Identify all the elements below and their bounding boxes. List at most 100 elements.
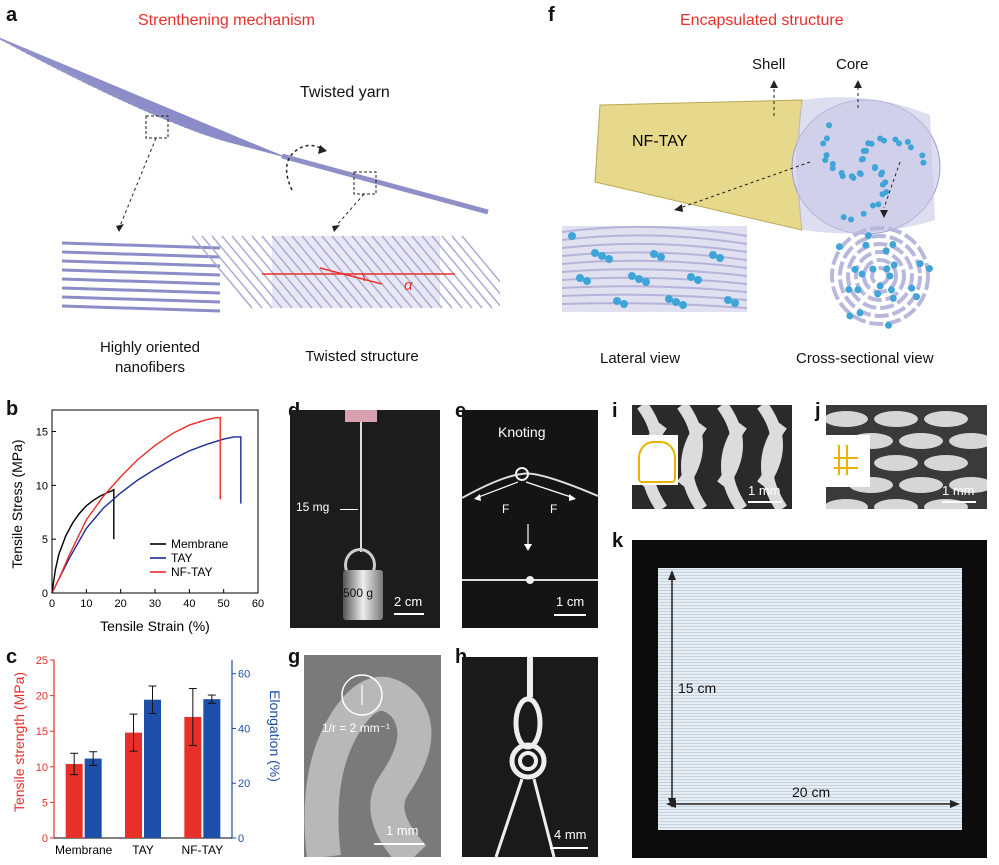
bar-tensile-strength: [65, 763, 83, 838]
x-tick-label: 40: [183, 598, 195, 610]
zoom-box-fan: [145, 115, 169, 139]
panel-letter-c: c: [6, 646, 18, 668]
bar-tensile-strength: [184, 716, 202, 838]
hanging-weight-photo: 15 mg 500 g 2 cm: [290, 410, 440, 628]
series-line-nf-tay: [51, 416, 221, 594]
left-tick-label: 5: [42, 797, 48, 809]
y-tick-label: 15: [36, 427, 48, 439]
large-fabric-photo: 15 cm 20 cm: [632, 540, 987, 858]
panel-letter-b: b: [6, 398, 19, 420]
cross-section-caption: Cross-sectional view: [796, 350, 934, 367]
bar-tensile-strength: [125, 732, 142, 838]
twisted-yarn-label: Twisted yarn: [300, 84, 390, 101]
x-tick-label: 20: [115, 598, 127, 610]
category-label: TAY: [132, 843, 154, 857]
force-left: F: [502, 502, 510, 516]
x-axis-label: Tensile Strain (%): [100, 618, 210, 634]
legend-label: NF-TAY: [171, 565, 213, 579]
panel-letter-i: i: [612, 400, 618, 422]
panel-letter-a: a: [6, 4, 18, 26]
scale-d: 2 cm: [394, 594, 423, 609]
left-tick-label: 15: [36, 726, 48, 738]
bar-elongation: [144, 699, 161, 838]
panel-a-title: Strenthening mechanism: [138, 12, 315, 29]
plot-frame: [51, 409, 259, 594]
bar-elongation: [84, 758, 102, 838]
height-label: 15 cm: [678, 680, 717, 696]
panel-letter-j: j: [815, 400, 821, 422]
zoom-line-yarn: [335, 193, 365, 227]
aligned-nanofibers: [61, 241, 221, 313]
x-tick-label: 50: [218, 598, 230, 610]
series-line-tay: [51, 436, 242, 594]
twist-arrow: [285, 144, 325, 191]
shell-cylinder: [594, 99, 803, 231]
woven-fabric-photo: 1 mm: [826, 405, 987, 509]
twist-arrow-head: [318, 145, 327, 154]
zoom-line-fan: [119, 137, 157, 227]
core-label: Core: [836, 56, 869, 73]
panel-letter-g: g: [288, 646, 301, 668]
scale-j: 1 mm: [942, 483, 975, 498]
twisted-yarn-rod: [281, 153, 489, 215]
scale-h: 4 mm: [554, 827, 587, 842]
curvature-label: 1/r = 2 mm⁻¹: [322, 721, 391, 735]
yarn-label: NF-TAY: [632, 133, 688, 150]
x-tick-label: 60: [252, 598, 264, 610]
lateral-view-caption: Lateral view: [600, 350, 681, 367]
zoom-box-yarn: [353, 171, 377, 195]
left-tick-label: 10: [36, 762, 48, 774]
panel-f-diagram: NF-TAY: [561, 80, 941, 329]
fiber-direction-line: [319, 267, 383, 285]
twisted-structure-caption: Twisted structure: [305, 348, 419, 365]
highly-oriented-caption: Highly oriented nanofibers: [99, 339, 201, 376]
shell-label: Shell: [752, 56, 786, 73]
panel-letter-e: e: [455, 400, 467, 422]
y-tick-label: 0: [42, 588, 48, 600]
left-tick-label: 20: [36, 691, 48, 703]
x-tick-label: 30: [149, 598, 161, 610]
knoting-title: Knoting: [498, 424, 546, 440]
right-tick-label: 0: [238, 833, 244, 845]
right-tick-label: 20: [238, 778, 250, 790]
alpha-symbol: α: [404, 277, 413, 294]
cross-section-rings: [830, 226, 930, 326]
y-axis-label: Tensile Stress (MPa): [9, 439, 25, 568]
force-right: F: [550, 502, 558, 516]
category-label: Membrane: [55, 843, 113, 857]
panel-f-title: Encapsulated structure: [680, 12, 844, 29]
x-tick-label: 10: [80, 598, 92, 610]
scale-e: 1 cm: [556, 594, 585, 609]
weight-label: 500 g: [343, 586, 374, 600]
y-tick-label: 5: [42, 534, 48, 546]
panel-a-diagram: α: [0, 37, 500, 313]
scale-g: 1 mm: [386, 823, 419, 838]
right-tick-label: 60: [238, 669, 250, 681]
panel-letter-k: k: [612, 530, 624, 552]
load-label: 15 mg: [296, 500, 330, 514]
knitted-fabric-photo: 1 mm: [632, 405, 792, 509]
braided-knot-photo: 4 mm: [462, 657, 598, 857]
legend-label: Membrane: [171, 537, 229, 551]
bar-elongation: [203, 699, 221, 838]
legend-label: TAY: [171, 551, 193, 565]
right-axis-label: Elongation (%): [267, 690, 282, 782]
left-axis-label: Tensile strength (MPa): [11, 672, 27, 812]
nanofiber-fan: [0, 37, 283, 157]
core-body: [796, 97, 935, 234]
right-tick-label: 40: [238, 723, 250, 735]
series-line-membrane: [51, 488, 115, 594]
x-tick-label: 0: [49, 598, 55, 610]
category-label: NF-TAY: [182, 843, 224, 857]
y-tick-label: 10: [36, 480, 48, 492]
knot-photo: Knoting F F 1 cm: [462, 410, 598, 628]
left-tick-label: 0: [42, 833, 48, 845]
bent-yarn-sem: 1/r = 2 mm⁻¹ 1 mm: [304, 655, 441, 857]
panel-letter-f: f: [548, 4, 555, 26]
twisted-structure-block: [272, 236, 440, 308]
scale-i: 1 mm: [748, 483, 781, 498]
width-label: 20 cm: [792, 784, 831, 800]
left-tick-label: 25: [36, 655, 48, 667]
